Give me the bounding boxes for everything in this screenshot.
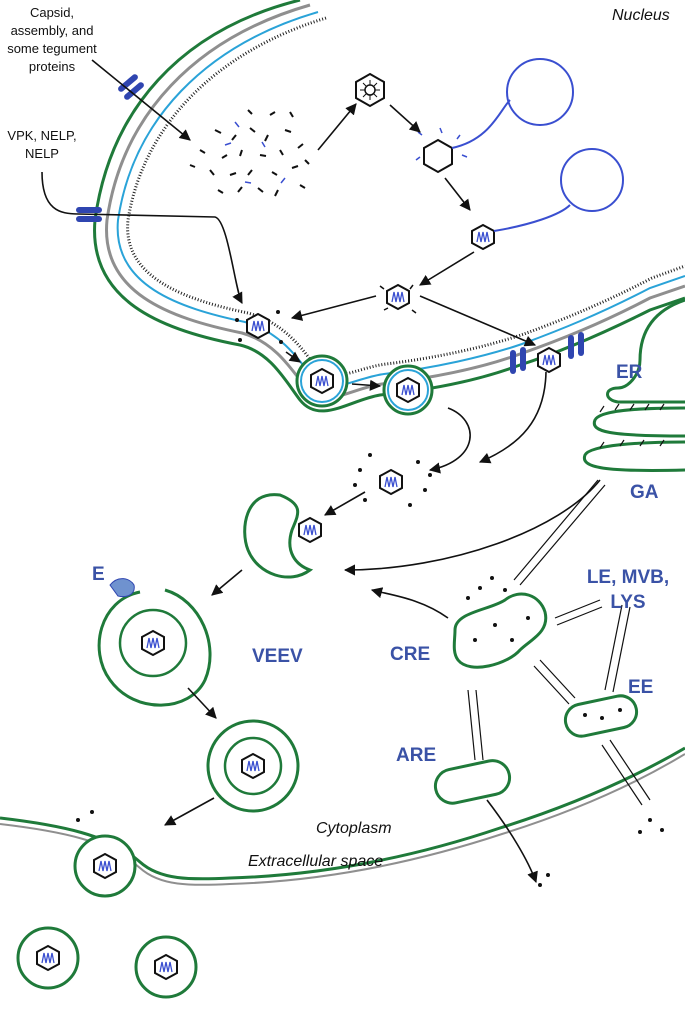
primary-envelopment-capsid [235, 310, 283, 344]
label-er: ER [616, 362, 643, 383]
label-vpk-line2: NELP [25, 146, 59, 161]
ee-compartment [563, 694, 639, 738]
budding-vesicle [243, 493, 322, 579]
double-arrows [467, 479, 651, 806]
label-ee: EE [628, 677, 653, 698]
label-nucleus: Nucleus [612, 7, 670, 24]
cre-compartment [452, 592, 548, 669]
label-vpk-line1: VPK, NELP, [7, 128, 76, 143]
tegumented-capsid [353, 453, 432, 507]
label-cytoplasm: Cytoplasm [316, 820, 392, 837]
perinuclear-virion-1 [295, 354, 349, 408]
label-ga: GA [630, 482, 659, 503]
label-e: E [92, 564, 105, 585]
label-cre: CRE [390, 644, 430, 665]
label-are: ARE [396, 745, 436, 766]
are-compartment [433, 759, 512, 805]
nuclear-pore-1 [118, 74, 144, 100]
dna-packaging-capsid [415, 58, 574, 174]
nuclear-capsid-free [379, 284, 417, 314]
label-capsid-line3: some tegument [7, 41, 97, 56]
label-capsid-line1: Capsid, [30, 5, 74, 20]
extracellular-virion-2 [16, 926, 80, 990]
pathway-arrows [41, 59, 601, 884]
er-golgi-stack [582, 298, 685, 472]
nuclear-pore-2 [76, 207, 102, 222]
extracellular-virion-3 [134, 935, 198, 999]
label-capsid-line2: assembly, and [11, 23, 94, 38]
capsid-protein-cloud [189, 109, 310, 197]
translocated-capsid [537, 347, 561, 373]
nuclear-pore-3 [510, 332, 584, 374]
nuclear-envelope [93, 0, 685, 413]
label-capsid-line4: proteins [29, 59, 76, 74]
perinuclear-virion-2 [382, 364, 434, 416]
label-extracellular-space: Extracellular space [248, 853, 383, 870]
label-veev: VEEV [252, 646, 303, 667]
envelopment-vesicle [97, 578, 212, 707]
extracellular-virion-1 [73, 834, 137, 898]
vesicle-cargo-dots [76, 576, 664, 887]
label-le-line2: LYS [610, 592, 645, 613]
procapsid-empty [355, 72, 385, 108]
mature-virion-vesicle [206, 719, 300, 813]
label-le-line1: LE, MVB, [587, 567, 669, 588]
c-capsid-packaged [471, 148, 624, 250]
